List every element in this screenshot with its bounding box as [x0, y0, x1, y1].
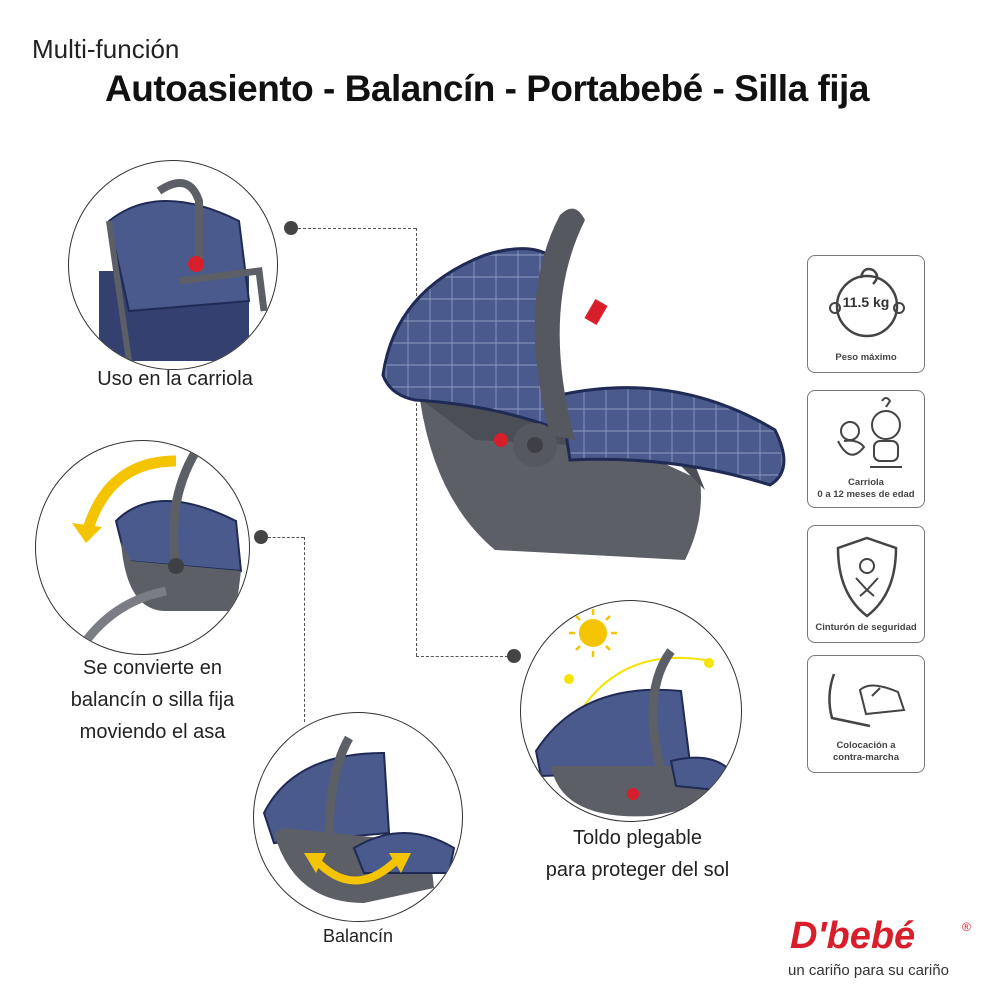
canopy-photo-circle: [520, 600, 742, 822]
connector-line: [416, 228, 417, 656]
registered-mark: ®: [962, 920, 971, 934]
max-weight-value: 11.5 kg: [842, 294, 890, 310]
harness-label: Cinturón de seguridad: [815, 622, 917, 633]
convertible-photo-circle: [35, 440, 250, 655]
connector-line: [304, 537, 305, 722]
age-label-line1: Carriola: [848, 477, 884, 488]
spec-box-harness: Cinturón de seguridad: [807, 525, 925, 643]
max-weight-label: Peso máximo: [835, 352, 897, 363]
spec-box-age: Carriola 0 a 12 meses de edad: [807, 390, 925, 508]
canopy-caption: Toldo plegable para proteger del sol: [515, 822, 760, 886]
brand-logo: D'bebé: [790, 915, 916, 957]
stroller-image: [99, 179, 268, 362]
canopy-caption-line1: Toldo plegable: [573, 827, 702, 849]
convertible-caption-line2: balancín o silla fija: [70, 689, 235, 711]
age-label-line2: 0 a 12 meses de edad: [817, 489, 915, 500]
baby-age-icon: [837, 397, 902, 468]
brand-slogan: un cariño para su cariño: [788, 962, 949, 979]
connector-line: [268, 537, 304, 538]
shield-harness-icon: [836, 536, 898, 618]
canopy-seat-image: [534, 609, 733, 817]
main-car-seat-image: [381, 208, 786, 560]
convertible-caption-line3: moviendo el asa: [79, 721, 226, 743]
convertible-caption-line1: Se convierte en: [83, 657, 222, 679]
baby-head-icon: [829, 267, 905, 338]
carriola-photo-circle: [68, 160, 278, 370]
rear-facing-seat-icon: [828, 673, 906, 728]
connector-dot-carriola: [284, 221, 298, 235]
rocker-seat-image: [262, 735, 456, 903]
page-title: Autoasiento - Balancín - Portabebé - Sil…: [105, 68, 869, 109]
subtitle: Multi-función: [32, 34, 180, 64]
rear-facing-label-line2: contra-marcha: [833, 752, 899, 763]
rear-facing-label-line1: Colocación a: [836, 740, 896, 751]
sun-icon: [579, 619, 607, 647]
carriola-caption: Uso en la carriola: [97, 368, 253, 390]
spec-box-rear-facing: Colocación a contra-marcha: [807, 655, 925, 773]
connector-dot-balancin: [254, 530, 268, 544]
convertible-seat-image: [72, 448, 243, 644]
canopy-caption-line2: para proteger del sol: [545, 859, 730, 881]
age-label: Carriola 0 a 12 meses de edad: [808, 477, 924, 501]
rocker-photo-circle: [253, 712, 463, 922]
connector-line: [416, 656, 508, 657]
connector-line: [298, 228, 416, 229]
connector-dot-canopy: [507, 649, 521, 663]
rocker-caption: Balancín: [322, 926, 394, 946]
spec-box-weight: 11.5 kg Peso máximo: [807, 255, 925, 373]
rear-facing-label: Colocación a contra-marcha: [808, 740, 924, 764]
convertible-caption: Se convierte en balancín o silla fija mo…: [30, 652, 275, 748]
